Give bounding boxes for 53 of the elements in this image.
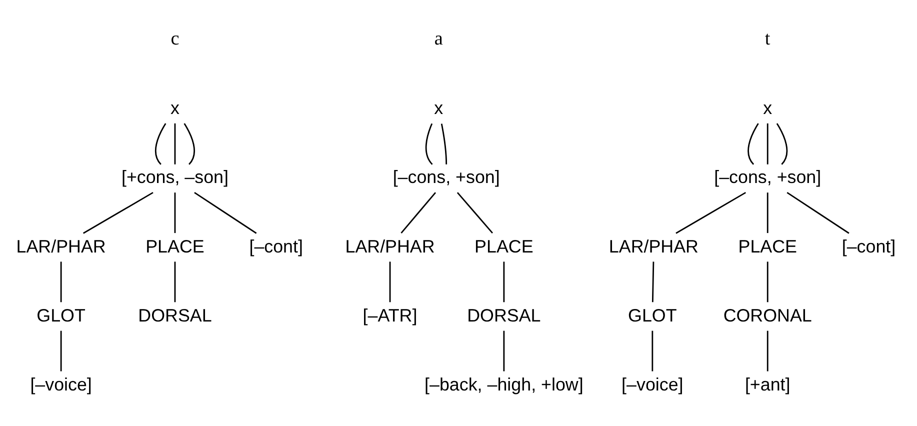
connector — [652, 330, 654, 372]
connector — [184, 123, 195, 165]
node-text: LAR/PHAR — [16, 236, 106, 256]
connector — [60, 262, 62, 302]
connector — [174, 192, 176, 234]
connector — [503, 262, 505, 302]
node-text: [–ATR] — [362, 305, 418, 326]
node-text: [–voice] — [30, 374, 92, 395]
node-text: DORSAL — [138, 305, 212, 326]
node-text: LAR/PHAR — [608, 236, 698, 256]
connector — [776, 123, 788, 165]
connector — [174, 262, 176, 302]
connector — [503, 330, 505, 372]
connector — [83, 192, 154, 234]
node-text: [–voice] — [622, 374, 684, 395]
node-text: GLOT — [36, 305, 86, 326]
connector — [400, 192, 436, 234]
connector — [766, 192, 768, 234]
connector — [676, 192, 746, 234]
connector — [174, 123, 176, 164]
connector — [766, 123, 768, 164]
node-text: PLACE — [474, 236, 534, 256]
node-text: [–cont] — [842, 236, 896, 256]
connector — [425, 123, 433, 165]
node-text: x — [434, 98, 444, 118]
connector — [154, 123, 166, 165]
node-text: [+ant] — [744, 374, 790, 395]
node-text: [–cons, +son] — [714, 167, 822, 188]
connector — [652, 262, 654, 302]
node-text: [+cons, –son] — [121, 167, 228, 188]
node-text: [–cont] — [249, 236, 303, 256]
node-text: GLOT — [628, 305, 677, 326]
label: t — [764, 28, 770, 50]
connector — [748, 123, 759, 165]
connector — [766, 330, 768, 372]
node-text: DORSAL — [467, 305, 541, 326]
node-text: x — [763, 98, 772, 118]
connector — [194, 192, 257, 234]
node-text: LAR/PHAR — [345, 236, 435, 256]
connector — [766, 262, 768, 302]
label: c — [170, 28, 180, 50]
connector — [456, 192, 493, 234]
connector — [440, 124, 448, 164]
node-text: CORONAL — [723, 305, 812, 326]
node-text: PLACE — [146, 236, 204, 256]
connector — [60, 330, 62, 372]
node-text: [–back, –high, +low] — [424, 374, 584, 395]
node-text: [–cons, +son] — [392, 167, 500, 188]
connector — [786, 192, 850, 234]
node-text: PLACE — [738, 236, 797, 256]
connector — [389, 262, 391, 302]
label: a — [434, 28, 443, 50]
node-text: x — [170, 98, 180, 118]
